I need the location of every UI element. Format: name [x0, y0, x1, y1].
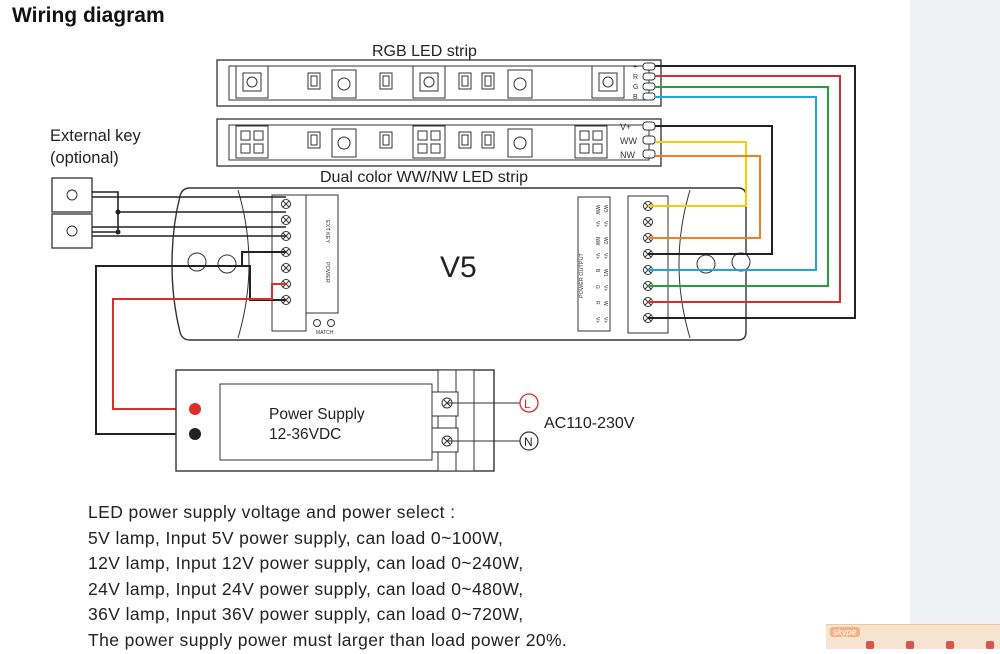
output-label: W3 — [602, 205, 608, 213]
match-label: MATCH — [316, 330, 334, 336]
v5-controller: MATCH V5 EXT KEY POWER POWER OUTPUT WW V… — [171, 187, 751, 341]
output-label: NW — [594, 237, 600, 246]
diagram-title: Wiring diagram — [12, 4, 165, 27]
dual-strip-label: Dual color WW/NW LED strip — [320, 169, 528, 186]
output-label: V+ — [594, 253, 600, 259]
positive-terminal — [189, 403, 201, 415]
output-label: WW — [594, 205, 600, 215]
power-supply-rating: 12-36VDC — [269, 426, 341, 443]
ww-pad-ww-label: WW — [620, 136, 637, 146]
controller-model-label: V5 — [440, 251, 477, 284]
power-notes: LED power supply voltage and power selec… — [88, 500, 567, 654]
output-label: G — [594, 285, 600, 289]
ww-strip-chip — [574, 125, 608, 159]
notes-line: 5V lamp, Input 5V power supply, can load… — [88, 527, 504, 548]
external-key-label: External key — [50, 127, 142, 145]
notes-line: LED power supply voltage and power selec… — [88, 502, 456, 522]
ext-key-terminal-label: EXT KEY — [324, 220, 330, 243]
rgb-strip-chip — [331, 69, 357, 99]
ww-strip-resistor — [307, 131, 321, 149]
rgb-pad-g-label: G — [633, 84, 638, 91]
notes-line: 36V lamp, Input 36V power supply, can lo… — [88, 604, 524, 625]
power-supply-title: Power Supply — [269, 406, 365, 423]
ww-strip-chip — [507, 128, 533, 158]
output-label: W1 — [602, 269, 608, 277]
output-label: W2 — [602, 237, 608, 245]
output-label: V+ — [602, 253, 608, 259]
rgb-strip-resistor — [379, 72, 393, 90]
ww-strip-chip — [412, 125, 446, 159]
rgb-strip-label: RGB LED strip — [372, 43, 477, 60]
ww-pad-nw-label: NW — [620, 150, 635, 160]
ww-strip-resistor — [458, 131, 472, 149]
ww-strip-chip — [235, 125, 269, 159]
neutral-terminal-icon — [519, 431, 539, 451]
power-terminal-label: POWER — [324, 262, 330, 283]
power-wires — [95, 251, 286, 435]
rgb-strip-chip — [507, 69, 533, 99]
rgb-led-strip: + R G B — [216, 59, 662, 107]
rgb-strip-resistor — [458, 72, 472, 90]
right-background-band — [910, 0, 1000, 648]
ww-strip-resistor — [379, 131, 393, 149]
output-label: B — [594, 269, 600, 273]
skype-toolbar[interactable]: skype — [826, 624, 1000, 649]
ww-strip-resistor — [481, 131, 495, 149]
rgb-pad-plus-label: + — [633, 64, 637, 71]
power-supply: Power Supply 12-36VDC — [175, 369, 495, 472]
rgb-pad-b-label: B — [633, 94, 638, 101]
notes-line: 24V lamp, Input 24V power supply, can lo… — [88, 578, 524, 599]
line-terminal-label: L — [524, 397, 531, 411]
output-wires — [648, 65, 856, 319]
notes-line: The power supply power must larger than … — [88, 629, 568, 650]
skype-icon[interactable] — [986, 641, 994, 649]
power-output-label: POWER OUTPUT — [579, 252, 585, 298]
skype-icon[interactable] — [906, 641, 914, 649]
line-terminal-icon — [519, 393, 539, 413]
ac-voltage-label: AC110-230V — [544, 415, 635, 432]
output-label: V+ — [594, 317, 600, 323]
rgb-pad-r-label: R — [633, 74, 638, 81]
external-key-switches — [51, 177, 93, 249]
rgb-strip-resistor — [481, 72, 495, 90]
skype-icon[interactable] — [866, 641, 874, 649]
neutral-terminal-label: N — [524, 435, 533, 449]
external-key-optional-label: (optional) — [50, 149, 119, 167]
skype-logo: skype — [830, 627, 860, 637]
negative-terminal — [189, 428, 201, 440]
ww-strip-chip — [331, 128, 357, 158]
notes-line: 12V lamp, Input 12V power supply, can lo… — [88, 553, 524, 574]
rgb-strip-chip — [591, 65, 625, 99]
rgb-strip-chip — [235, 65, 269, 99]
output-label: W — [602, 301, 608, 306]
output-label: V+ — [594, 221, 600, 227]
rgb-strip-chip — [412, 65, 446, 99]
ac-input-wires — [447, 402, 520, 442]
ww-pad-vplus-label: V+ — [620, 122, 631, 132]
output-label: V+ — [602, 221, 608, 227]
output-label: V+ — [602, 317, 608, 323]
rgb-strip-resistor — [307, 72, 321, 90]
skype-icon[interactable] — [946, 641, 954, 649]
output-label: V+ — [602, 285, 608, 291]
ww-nw-led-strip: V+ WW NW — [216, 118, 662, 167]
output-label: R — [594, 301, 600, 305]
